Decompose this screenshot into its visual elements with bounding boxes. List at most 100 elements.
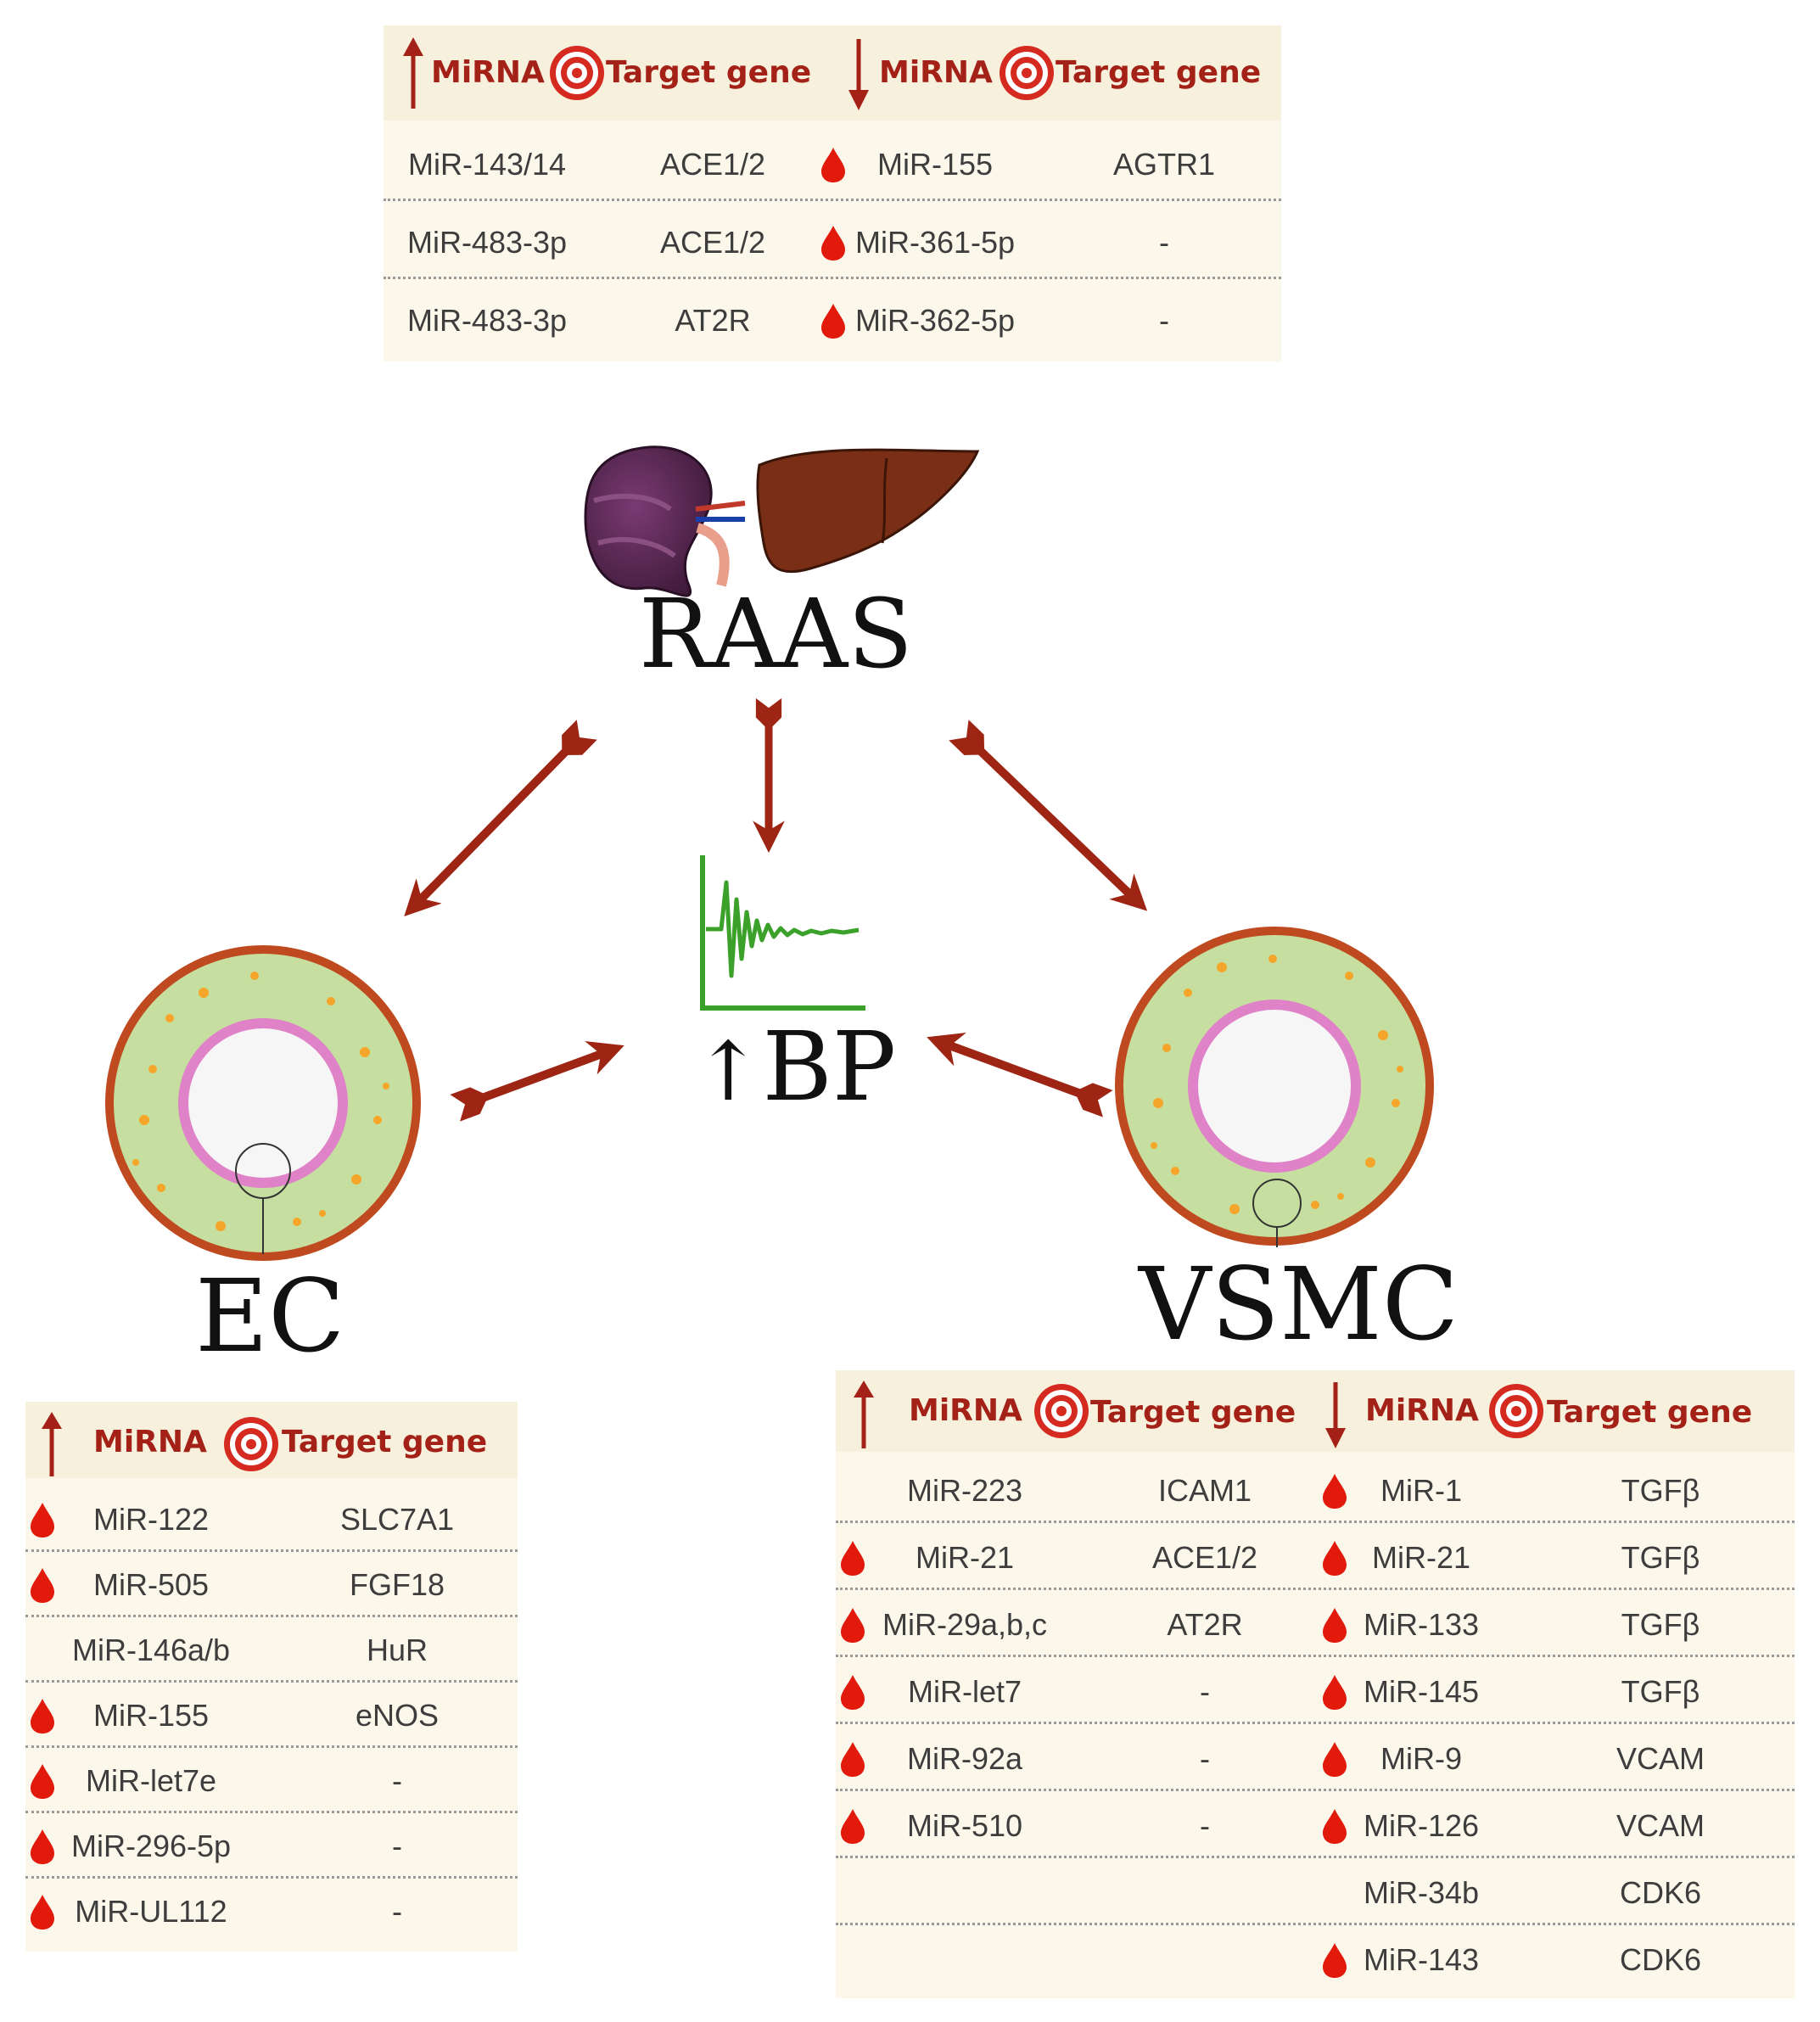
mirna-name: MiR-483-3p <box>406 303 568 338</box>
bp-label: ↑BP <box>694 1017 896 1123</box>
mirna-name: MiR-361-5p <box>854 225 1016 260</box>
blood-drop-icon <box>31 1829 54 1864</box>
mirna-name: MiR-let7e <box>85 1763 217 1798</box>
bp-up-arrow-icon: ↑ <box>694 1024 763 1119</box>
raas-up-mirna-header: MiRNA <box>431 55 545 90</box>
mirna-name: MiR-223 <box>906 1473 1023 1508</box>
mirna-name: MiR-155 <box>876 147 994 182</box>
mirna-name: MiR-483-3p <box>406 225 568 260</box>
table-row: MiR-143/14 ACE1/2 MiR-155 AGTR1 <box>384 126 1281 201</box>
mirna-name: MiR-143 <box>1363 1942 1480 1977</box>
mirna-name: MiR-133 <box>1363 1607 1480 1642</box>
down-arrow-icon <box>848 39 869 110</box>
target-gene: ACE1/2 <box>1151 1540 1258 1575</box>
mirna-name: MiR-510 <box>906 1808 1023 1843</box>
ec-target-header: Target gene <box>282 1425 488 1459</box>
ec-label: EC <box>195 1257 345 1375</box>
target-gene: ACE1/2 <box>659 225 766 260</box>
target-gene: AT2R <box>1167 1607 1243 1642</box>
ec-table-header: MiRNA Target gene <box>25 1402 518 1478</box>
blood-drop-icon <box>841 1741 865 1777</box>
target-gene: - <box>1200 1741 1210 1776</box>
blood-drop-icon <box>841 1674 865 1710</box>
target-gene: - <box>1200 1808 1210 1843</box>
mirna-name: MiR-34b <box>1363 1875 1480 1910</box>
target-gene: VCAM <box>1616 1741 1705 1776</box>
vsmc-label: VSMC <box>1139 1246 1459 1363</box>
target-gene: eNOS <box>355 1698 440 1733</box>
table-row: MiR-let7e- <box>25 1748 518 1813</box>
mirna-name: MiR-155 <box>92 1698 210 1733</box>
ec-to-bp-arrow <box>450 1041 624 1122</box>
raas-table-header: MiRNA Target gene MiRNA Target gene <box>384 25 1281 120</box>
up-arrow-icon <box>854 1381 874 1448</box>
target-gene: TGFβ <box>1621 1473 1700 1508</box>
target-gene: HuR <box>366 1633 428 1667</box>
mirna-name: MiR-122 <box>92 1502 210 1537</box>
mirna-name: MiR-21 <box>1371 1540 1471 1575</box>
bp-label-text: BP <box>762 1012 897 1123</box>
raas-to-ec-arrow <box>404 720 597 917</box>
target-gene: - <box>1159 225 1169 260</box>
mirna-name: MiR-143/14 <box>407 147 567 182</box>
target-gene: TGFβ <box>1621 1674 1700 1709</box>
raas-mirna-table: MiRNA Target gene MiRNA Target gene MiR-… <box>384 25 1281 361</box>
target-gene: AGTR1 <box>1112 147 1216 182</box>
target-gene: SLC7A1 <box>339 1502 455 1537</box>
blood-drop-icon <box>821 148 845 182</box>
target-gene: - <box>392 1829 402 1863</box>
mirna-name: MiR-9 <box>1380 1741 1462 1776</box>
table-row: MiR-155 eNOS <box>25 1683 518 1748</box>
table-row: MiR-296-5p - <box>25 1813 518 1879</box>
target-gene: FGF18 <box>349 1567 445 1602</box>
blood-drop-icon <box>31 1502 54 1538</box>
blood-drop-icon <box>841 1540 865 1576</box>
blood-drop-icon <box>1323 1540 1347 1576</box>
vsmc-up-target-header: Target gene <box>1090 1395 1296 1430</box>
mirna-name: MiR-let7 <box>907 1674 1022 1709</box>
blood-drop-icon <box>1323 1473 1347 1509</box>
mirna-name: MiR-146a/b <box>71 1633 231 1667</box>
vsmc-mirna-table: MiRNA Target gene MiRNA Target gene MiR-… <box>836 1370 1795 1998</box>
raas-down-target-header: Target gene <box>1056 55 1262 90</box>
target-gene: VCAM <box>1616 1808 1705 1843</box>
blood-drop-icon <box>31 1698 54 1734</box>
vsmc-to-bp-arrow <box>927 1032 1113 1117</box>
kidney-icon <box>584 445 746 597</box>
mirna-name: MiR-296-5p <box>70 1829 232 1863</box>
target-gene: - <box>1200 1674 1210 1709</box>
blood-drop-icon <box>821 226 845 260</box>
liver-icon <box>756 448 980 574</box>
target-gene: ICAM1 <box>1157 1473 1252 1508</box>
blood-drop-icon <box>841 1808 865 1844</box>
blood-drop-icon <box>1323 1741 1347 1777</box>
blood-drop-icon <box>31 1763 54 1799</box>
bp-graph-icon <box>700 855 865 1011</box>
raas-label: RAAS <box>639 580 913 690</box>
blood-drop-icon <box>1323 1942 1347 1978</box>
blood-drop-icon <box>1323 1674 1347 1710</box>
ec-mirna-header: MiRNA <box>93 1425 207 1459</box>
blood-drop-icon <box>821 304 845 339</box>
vsmc-down-target-header: Target gene <box>1547 1395 1753 1430</box>
mirna-name: MiR-UL112 <box>75 1894 227 1929</box>
target-gene: - <box>1159 303 1169 338</box>
target-gene: ACE1/2 <box>659 147 766 182</box>
table-row: MiR-122 SLC7A1 <box>25 1487 518 1552</box>
raas-down-mirna-header: MiRNA <box>879 55 993 90</box>
target-gene: - <box>392 1894 402 1929</box>
target-icon <box>224 1417 278 1471</box>
blood-drop-icon <box>1323 1808 1347 1844</box>
ec-vessel-icon <box>105 945 421 1261</box>
raas-up-target-header: Target gene <box>606 55 812 90</box>
